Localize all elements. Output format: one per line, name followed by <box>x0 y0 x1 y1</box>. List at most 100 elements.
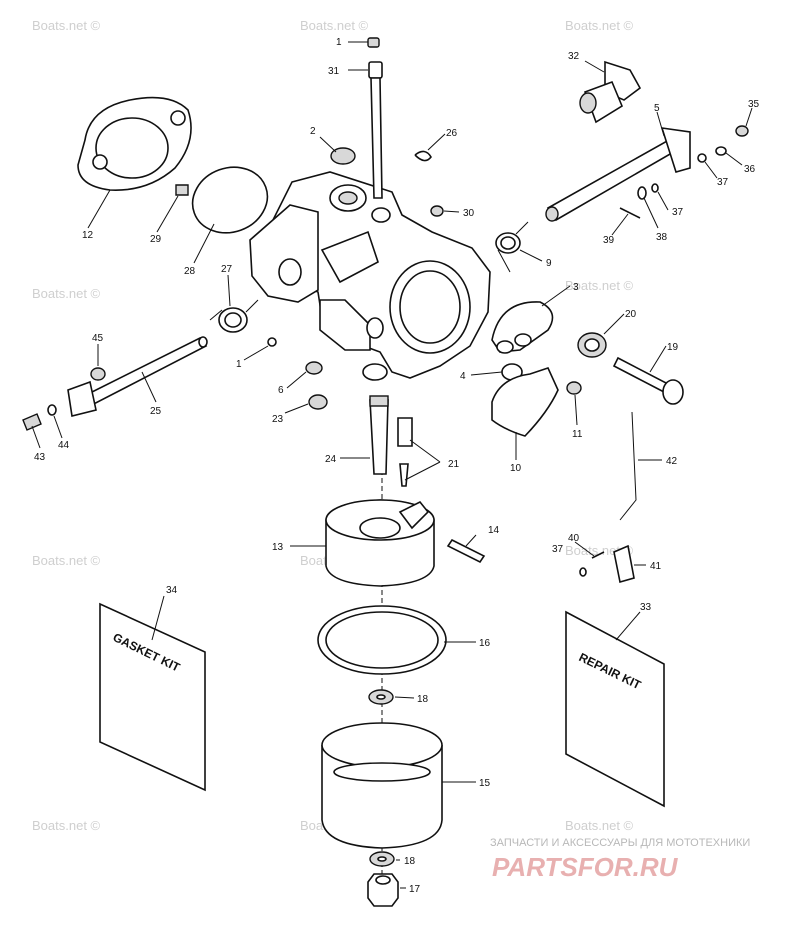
part-10-bracket <box>491 367 559 437</box>
callout-label: 18 <box>417 694 429 705</box>
callout-label: 45 <box>92 333 104 344</box>
part-25-shaft <box>67 336 208 417</box>
callout-label: 37 <box>672 207 684 218</box>
part-12-gasket <box>77 96 192 191</box>
watermark: Boats.net © <box>565 18 634 33</box>
callout-label: 13 <box>272 542 284 553</box>
callout-label: 31 <box>328 66 340 77</box>
callout-label: 25 <box>150 406 162 417</box>
callout-label: 43 <box>34 452 46 463</box>
part-33-repair-kit: REPAIR KIT <box>565 610 665 808</box>
part-18-washer <box>368 689 394 705</box>
callout-label: 35 <box>748 99 760 110</box>
part-1-ball <box>267 337 277 347</box>
callout-label: 11 <box>572 429 583 440</box>
callout-label: 26 <box>446 128 458 139</box>
callout-label: 29 <box>150 234 162 245</box>
watermark: Boats.net © <box>32 286 101 301</box>
part-38-washer <box>637 186 647 200</box>
callout-label: 5 <box>654 103 660 114</box>
callout-label: 3 <box>573 282 579 293</box>
callout-label: 37 <box>717 177 729 188</box>
callout-label: 24 <box>325 454 337 465</box>
part-41-cylinder <box>613 544 635 584</box>
part-20-nut <box>577 332 607 358</box>
callout-label: 40 <box>568 533 580 544</box>
part-21-seat-needle <box>397 417 413 487</box>
callout-label: 4 <box>460 371 466 382</box>
part-31-needle-rod <box>367 37 383 199</box>
callout-label: 12 <box>82 230 94 241</box>
callout-label: 27 <box>221 264 233 275</box>
callout-label: 30 <box>463 208 475 219</box>
watermark: Boats.net © <box>300 18 369 33</box>
part-14-pin <box>446 538 486 564</box>
part-3-boss <box>496 340 514 354</box>
part-30-screw <box>430 205 444 217</box>
part-6-screw <box>305 361 323 375</box>
callout-label: 41 <box>650 561 662 572</box>
callout-label: 28 <box>184 266 196 277</box>
part-15-bowl <box>321 722 443 849</box>
callout-label: 39 <box>603 235 615 246</box>
part-42-wire <box>619 411 637 521</box>
part-19-screw <box>612 356 684 405</box>
callout-labels: 1 31 2 26 32 5 35 36 37 37 38 39 12 29 2… <box>34 37 760 895</box>
callout-label: 15 <box>479 778 491 789</box>
part-32-fitting <box>579 60 642 124</box>
part-29-screw <box>175 184 189 196</box>
part-23-screw <box>308 394 328 410</box>
callout-label: 20 <box>625 309 637 320</box>
watermark: Boats.net © <box>565 818 634 833</box>
callout-label: 34 <box>166 585 178 596</box>
part-35-screw <box>735 125 749 137</box>
callout-label: 17 <box>409 884 421 895</box>
part-45-nut <box>90 367 106 381</box>
part-43-screw <box>22 413 42 431</box>
part-9-spring <box>495 221 529 273</box>
part-3-boss <box>514 333 532 347</box>
part-37-clip <box>651 183 659 193</box>
callout-label: 1 <box>236 359 242 370</box>
part-24-jet <box>369 395 389 475</box>
callout-label: 21 <box>448 459 460 470</box>
part-36-washer <box>715 146 727 156</box>
callout-label: 36 <box>744 164 756 175</box>
part-37-clip <box>579 567 587 577</box>
leader-lines <box>31 41 753 889</box>
callout-label: 32 <box>568 51 580 62</box>
brand-overlay: ЗАПЧАСТИ И АКСЕССУАРЫ ДЛЯ МОТОТЕХНИКИ PA… <box>490 837 750 882</box>
callout-label: 9 <box>546 258 552 269</box>
callout-label: 33 <box>640 602 652 613</box>
part-44-washer <box>47 404 57 416</box>
callout-label: 1 <box>336 37 342 48</box>
part-37-clip <box>697 153 707 163</box>
callout-label: 42 <box>666 456 678 467</box>
carburetor-body <box>249 171 491 381</box>
part-13-float <box>325 499 435 587</box>
part-39-pin <box>619 207 641 219</box>
part-3-plate <box>491 301 554 353</box>
callout-label: 6 <box>278 385 284 396</box>
callout-label: 2 <box>310 126 316 137</box>
part-18-washer <box>369 851 395 867</box>
watermark: Boats.net © <box>32 18 101 33</box>
part-26-clip <box>414 150 432 162</box>
watermark: Boats.net © <box>565 278 634 293</box>
part-5-shaft <box>545 127 691 222</box>
callout-label: 37 <box>552 544 564 555</box>
part-28-disc <box>191 166 269 234</box>
watermark: Boats.net © <box>32 553 101 568</box>
callout-label: 18 <box>404 856 416 867</box>
callout-label: 14 <box>488 525 500 536</box>
part-2-plug <box>330 147 356 165</box>
part-34-gasket-kit: GASKET KIT <box>99 602 206 792</box>
brand-logo: PARTSFOR.RU <box>492 852 679 882</box>
callout-label: 38 <box>656 232 668 243</box>
part-40-pin <box>591 551 605 559</box>
callout-label: 19 <box>667 342 679 353</box>
part-27-spring <box>209 299 259 333</box>
callout-label: 23 <box>272 414 284 425</box>
part-17-nut <box>367 873 399 907</box>
